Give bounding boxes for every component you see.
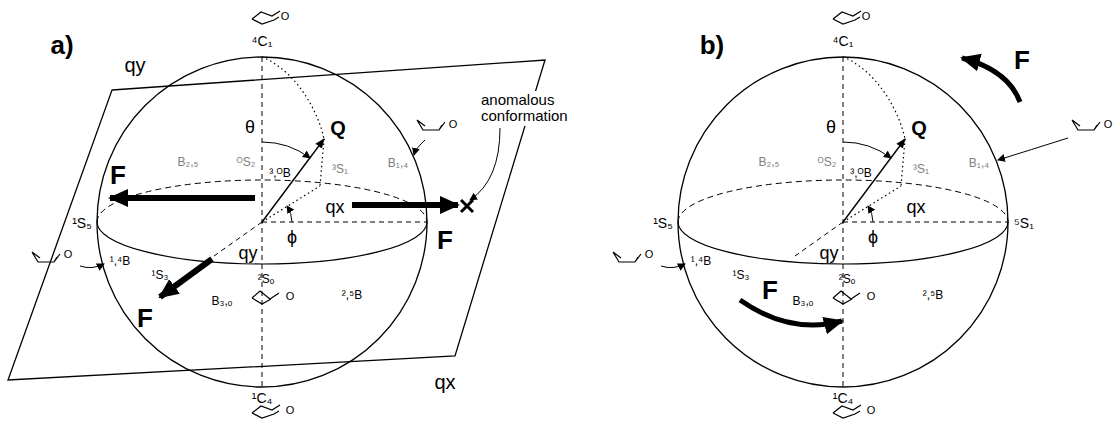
- axis-label: Q: [911, 117, 927, 139]
- axis-label: B₂,₅: [759, 156, 780, 169]
- force-arrows: [740, 58, 1020, 325]
- axis-label: B₁,₄: [388, 157, 408, 170]
- ring-icon: [1072, 120, 1100, 130]
- leader-lines: [661, 138, 1068, 268]
- ring-icon: [833, 405, 861, 418]
- axis-label: qx: [906, 198, 925, 218]
- annotation-note: anomalous conformation: [479, 91, 601, 126]
- ring-icon: [833, 291, 860, 304]
- axis-label: ¹S₃: [152, 269, 169, 282]
- axis-label: F: [437, 226, 453, 255]
- axis-label: O: [286, 404, 295, 416]
- sphere: [97, 57, 427, 387]
- force-arrows: [110, 198, 458, 297]
- axis-label: ᴼS₂: [818, 156, 837, 169]
- q-plane: [8, 60, 545, 380]
- axis-label: ⁴C₁: [252, 34, 273, 49]
- axis-label: F: [1014, 46, 1030, 75]
- axis-label: ³,ᴼB: [269, 167, 290, 180]
- axis-label: O: [1104, 118, 1113, 130]
- axis-label: O: [867, 404, 876, 416]
- axis-label: O: [281, 10, 290, 22]
- axis-label: O: [867, 290, 876, 302]
- axis-label: ϕ: [287, 228, 297, 248]
- axis-label: ²Sₒ: [839, 273, 856, 286]
- axis-label: ³,ᴼB: [850, 167, 871, 180]
- axis-label: ²,⁵B: [923, 289, 943, 302]
- axis-label: ¹S₅: [72, 216, 92, 231]
- axis-label: ¹S₅: [653, 216, 673, 231]
- ring-icon: [252, 405, 280, 418]
- axis-label: ¹C₄: [833, 391, 854, 406]
- axis-label: ¹,⁴B: [691, 255, 712, 268]
- axis-label: θ: [245, 118, 255, 138]
- ring-icon: [252, 291, 279, 304]
- axis-label: B₃,ₒ: [212, 295, 233, 308]
- axis-label: ⁴C₁: [833, 34, 854, 49]
- axis-label: B₃,ₒ: [793, 295, 814, 308]
- anomalous-mark: [461, 200, 473, 212]
- ring-icon: [417, 120, 445, 130]
- ring-icon: [833, 11, 861, 24]
- axis-label: ¹S₃: [733, 269, 750, 282]
- axis-label: F: [137, 304, 153, 333]
- axis-label: ¹C₄: [252, 391, 273, 406]
- axis-label: b): [700, 31, 725, 60]
- axis-label: O: [862, 10, 871, 22]
- axis-label: B₂,₅: [178, 156, 199, 169]
- axis-label: B₁,₄: [969, 157, 989, 170]
- axis-label: F: [110, 161, 126, 190]
- axis-label: a): [50, 31, 73, 60]
- axis-label: O: [64, 248, 73, 260]
- axis-label: ³S₁: [913, 163, 929, 176]
- axis-label: ²Sₒ: [258, 273, 275, 286]
- axis-label: qx: [325, 198, 344, 218]
- axis-label: O: [286, 290, 295, 302]
- axis-label: F: [762, 276, 778, 305]
- axis-label: qy: [124, 54, 145, 76]
- axis-label: θ: [826, 118, 836, 138]
- axis-label: ³S₁: [332, 163, 348, 176]
- axis-label: Q: [330, 117, 346, 139]
- axis-label: O: [645, 248, 654, 260]
- axis-label: ᴼS₂: [237, 156, 256, 169]
- axis-label: ²,⁵B: [342, 289, 362, 302]
- axis-label: qy: [819, 244, 838, 264]
- ring-icon: [613, 252, 641, 262]
- ring-icon: [252, 11, 280, 24]
- leader-lines: [80, 128, 500, 268]
- axis-label: O: [449, 118, 458, 130]
- ring-icon: [32, 252, 60, 262]
- axis-label: ϕ: [868, 228, 878, 248]
- sphere: [678, 57, 1008, 387]
- axis-label: ⁵S₁: [1014, 216, 1034, 231]
- axis-label: ¹,⁴B: [110, 255, 131, 268]
- axis-label: qx: [434, 371, 455, 393]
- axis-label: qy: [238, 244, 257, 264]
